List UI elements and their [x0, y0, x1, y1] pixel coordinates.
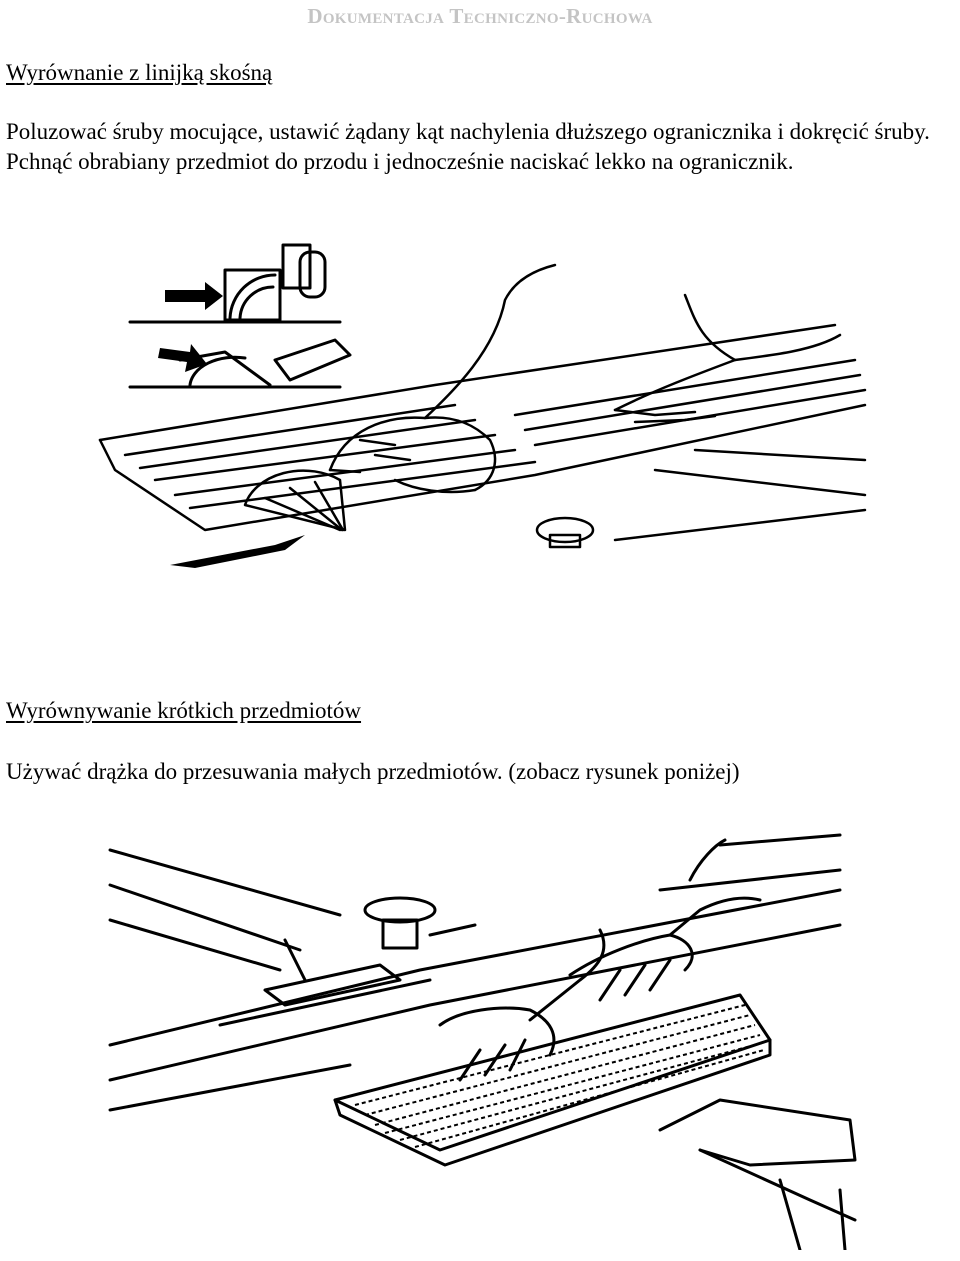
- section1-paragraph: Poluzować śruby mocujące, ustawić żądany…: [6, 119, 930, 174]
- document-header-title: Dokumentacja Techniczno-Ruchowa: [307, 4, 653, 28]
- document-header: Dokumentacja Techniczno-Ruchowa: [0, 4, 960, 29]
- miter-fence-drawing: [98, 243, 867, 568]
- miter-fence-illustration: [95, 240, 875, 580]
- section2-paragraph: Używać drążka do przesuwania małych prze…: [6, 759, 740, 784]
- section2-heading: Wyrównywanie krótkich przedmiotów: [6, 698, 362, 723]
- push-stick-drawing: [108, 833, 857, 1250]
- section1-heading: Wyrównanie z linijką skośną: [6, 60, 273, 85]
- push-stick-illustration: [100, 830, 860, 1250]
